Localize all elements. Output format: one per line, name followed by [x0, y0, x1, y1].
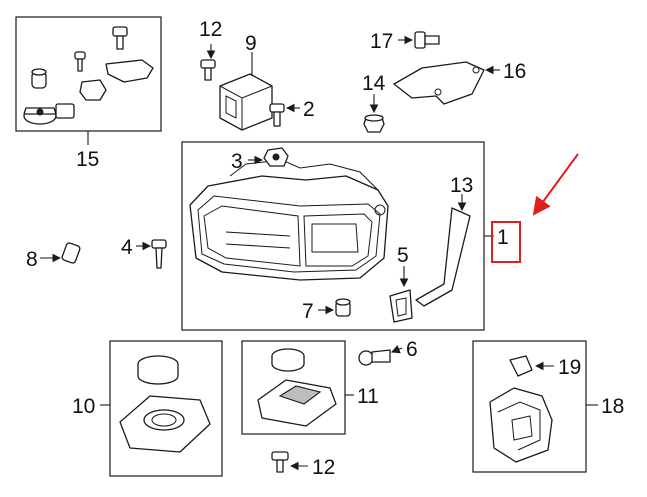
part-9-module	[219, 52, 273, 131]
part-12-screw-bottom	[271, 451, 308, 473]
kit-screw-top	[112, 26, 128, 50]
part-12-screw-top	[200, 44, 216, 81]
part-14-clip	[363, 94, 385, 133]
callout-17: 17	[370, 30, 393, 53]
callout-15: 15	[76, 148, 99, 171]
group-box-11	[241, 340, 354, 435]
callout-18: 18	[601, 395, 624, 418]
kit-clip-small	[79, 79, 107, 101]
group-box-10	[100, 340, 223, 477]
part-4-screw	[136, 239, 167, 269]
callout-12-top: 12	[199, 18, 222, 41]
part-2-screw	[269, 103, 300, 127]
part-1-headlamp	[189, 159, 389, 281]
kit-grommet	[31, 68, 47, 89]
part-5-bracket	[389, 266, 413, 323]
callout-8: 8	[26, 248, 38, 271]
callout-4: 4	[121, 236, 133, 259]
group-box-18	[472, 340, 598, 473]
part-3-cap	[248, 147, 289, 167]
callout-14: 14	[362, 72, 386, 95]
callout-6: 6	[406, 338, 418, 361]
callout-16: 16	[503, 60, 526, 83]
part-6-screw	[358, 345, 403, 366]
kit-clip-bracket	[105, 59, 154, 83]
callout-12-bottom: 12	[312, 456, 335, 479]
part-17-bolt	[398, 31, 440, 49]
highlight-callout-1	[491, 153, 579, 263]
callout-2: 2	[303, 98, 315, 121]
part-13-seal	[415, 194, 471, 307]
callout-5: 5	[397, 244, 409, 267]
group-box-15	[15, 16, 162, 145]
kit-adjuster	[23, 103, 75, 125]
part-7-grommet	[318, 298, 351, 317]
callout-19: 19	[558, 356, 581, 379]
callout-7: 7	[302, 300, 314, 323]
callout-3: 3	[231, 150, 243, 173]
part-8-harness	[40, 172, 168, 264]
part-16-bracket	[393, 61, 500, 105]
kit-screw-small	[74, 51, 86, 72]
callout-13: 13	[450, 174, 473, 197]
callout-1: 1	[497, 226, 509, 249]
callout-9: 9	[245, 32, 257, 55]
callout-10: 10	[72, 395, 95, 418]
callout-11: 11	[357, 385, 379, 408]
